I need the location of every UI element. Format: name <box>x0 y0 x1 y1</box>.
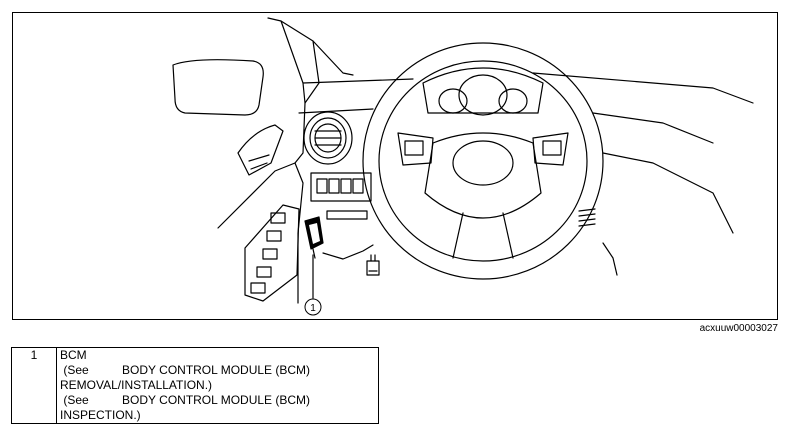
legend-description: BCM (See BODY CONTROL MODULE (BCM) REMOV… <box>56 347 379 424</box>
legend-line-removal[interactable]: REMOVAL/INSTALLATION.) <box>60 378 213 392</box>
callout-number: 1 <box>310 303 316 314</box>
diagram-frame: 1 <box>12 12 778 320</box>
legend-line-title: BCM <box>60 348 87 362</box>
figure-id: acxuuw00003027 <box>699 323 778 334</box>
callout-circle <box>304 298 322 316</box>
a-pillar <box>267 17 306 164</box>
center-switches <box>310 172 372 220</box>
steering-wheel <box>362 42 604 280</box>
legend-line-inspection[interactable]: INSPECTION.) <box>60 408 141 422</box>
connector <box>366 254 380 276</box>
bcm-module <box>304 216 324 259</box>
instrument-cluster <box>422 67 544 116</box>
dashboard-top <box>302 72 754 104</box>
legend-number: 1 <box>11 347 57 424</box>
side-mirror <box>172 59 264 116</box>
legend-table: 1 BCM (See BODY CONTROL MODULE (BCM) REM… <box>11 347 379 424</box>
legend-line-see-removal[interactable]: (See BODY CONTROL MODULE (BCM) <box>60 363 311 377</box>
right-vent <box>578 208 596 227</box>
dashboard-illustration: 1 <box>172 17 754 316</box>
lower-dash <box>322 244 374 260</box>
window-switch-panel <box>244 204 300 302</box>
air-vent <box>303 111 353 165</box>
legend-line-see-inspection[interactable]: (See BODY CONTROL MODULE (BCM) <box>60 393 311 407</box>
legend-row: 1 BCM (See BODY CONTROL MODULE (BCM) REM… <box>11 347 379 424</box>
door-panel <box>217 162 304 304</box>
